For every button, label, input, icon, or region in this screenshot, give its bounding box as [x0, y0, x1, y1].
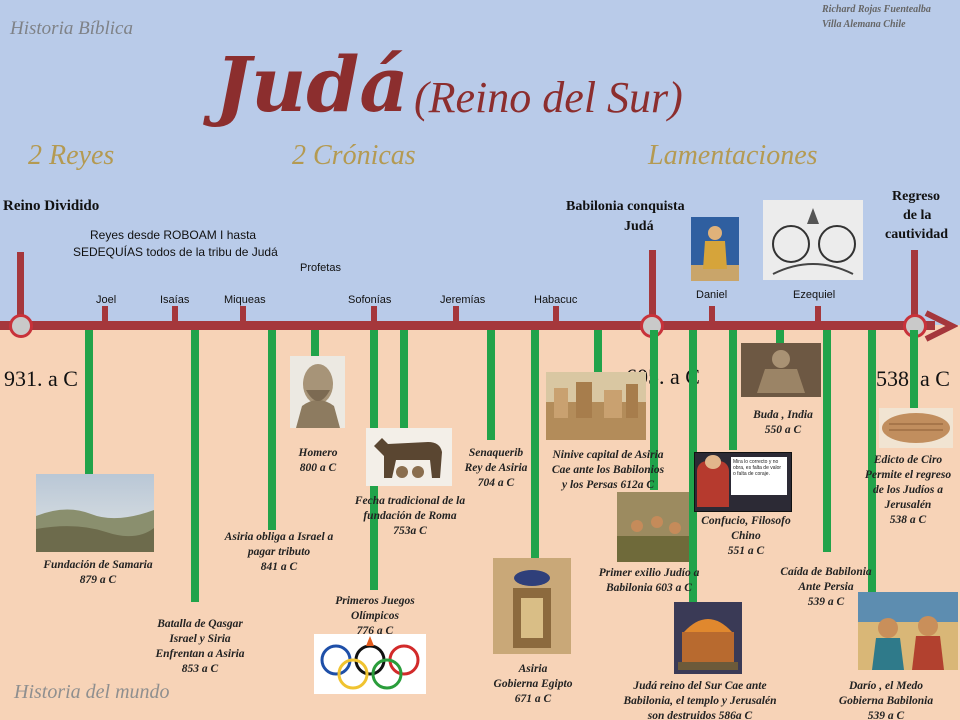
- timeline-axis: [0, 321, 935, 330]
- page-title: Judá: [215, 40, 409, 129]
- bar-exilio: [650, 330, 658, 490]
- roma-wolf-image: [366, 428, 452, 486]
- event-reyes-line1: Reyes desde ROBOAM I hasta: [90, 228, 257, 242]
- olympic-rings-image: [314, 634, 426, 694]
- jerusalen-destruida-image: [674, 602, 742, 674]
- prophet-daniel: Daniel: [696, 289, 728, 301]
- asiria-egipto-image: [493, 558, 571, 654]
- ezequiel-vision-image: [763, 200, 863, 280]
- prophet-ezequiel: Ezequiel: [793, 289, 836, 301]
- homero-bust-image: [290, 356, 345, 428]
- confucio-image: Mira lo correcto y no obra, es falta de …: [694, 452, 792, 512]
- date-931: 931. a C: [4, 366, 78, 391]
- bar-egipto: [531, 330, 539, 560]
- bar-qasgar: [191, 330, 199, 602]
- dario-image: [858, 592, 958, 670]
- world-history-label: Historia del mundo: [14, 681, 170, 703]
- exilio-image: [617, 492, 689, 562]
- book-2-cronicas: 2 Crónicas: [292, 140, 416, 171]
- cilindro-ciro-image: [879, 408, 953, 448]
- bar-caida: [823, 330, 831, 552]
- credit-place: Villa Alemana Chile: [822, 19, 906, 30]
- samaria-landscape-image: [36, 474, 154, 552]
- biblical-history-label: Historia Bíblica: [10, 18, 133, 39]
- event-regreso-line3: cautividad: [885, 227, 949, 242]
- bar-ciro: [910, 330, 918, 408]
- tick-regreso: [911, 250, 918, 322]
- prophet-sofonias: Sofonías: [348, 294, 392, 306]
- node-931: [9, 314, 33, 338]
- event-reyes-line2: SEDEQUÍAS todos de la tribu de Judá: [73, 245, 278, 259]
- tick-sofonias: [371, 306, 377, 322]
- buda-statue-image: [741, 343, 821, 397]
- bar-buda: [776, 330, 784, 344]
- tick-joel: [102, 306, 108, 322]
- book-lamentaciones: Lamentaciones: [648, 140, 818, 171]
- bar-juda-cae: [689, 330, 697, 602]
- bar-roma: [400, 330, 408, 430]
- prophet-miqueas: Miqueas: [224, 294, 266, 306]
- event-babilonia-line1: Babilonia conquista: [566, 199, 685, 214]
- ninive-city-image: [546, 372, 646, 440]
- book-2-reyes: 2 Reyes: [28, 140, 115, 171]
- prophet-habacuc: Habacuc: [534, 294, 578, 306]
- tick-ezequiel: [815, 306, 821, 322]
- bar-ninive: [594, 330, 602, 372]
- bar-senaquerib: [487, 330, 495, 440]
- event-regreso-line2: de la: [903, 208, 932, 223]
- tick-reino-dividido: [17, 252, 24, 322]
- tick-jeremias: [453, 306, 459, 322]
- tick-babilonia: [649, 250, 656, 322]
- prophet-jeremias: Jeremías: [440, 294, 486, 306]
- credit-name: Richard Rojas Fuentealba: [822, 4, 931, 15]
- tick-isaias: [172, 306, 178, 322]
- bar-samaria: [85, 330, 93, 475]
- bar-homero: [311, 330, 319, 358]
- tick-miqueas: [240, 306, 246, 322]
- bar-asiria-tributo: [268, 330, 276, 530]
- prophet-isaias: Isaías: [160, 294, 190, 306]
- confucio-quote: Mira lo correcto y no obra, es falta de …: [731, 457, 787, 495]
- bar-dario: [868, 330, 876, 592]
- axis-arrow-icon: [924, 310, 958, 342]
- event-reino-dividido: Reino Dividido: [3, 198, 100, 214]
- daniel-figure-image: [691, 217, 739, 281]
- prophet-joel: Joel: [96, 294, 117, 306]
- prophets-heading: Profetas: [300, 262, 341, 274]
- tick-daniel: [709, 306, 715, 322]
- page-subtitle: (Reino del Sur): [414, 73, 683, 122]
- event-babilonia-line2: Judá: [624, 219, 654, 234]
- bar-confucio: [729, 330, 737, 450]
- tick-habacuc: [553, 306, 559, 322]
- event-regreso-line1: Regreso: [892, 189, 940, 204]
